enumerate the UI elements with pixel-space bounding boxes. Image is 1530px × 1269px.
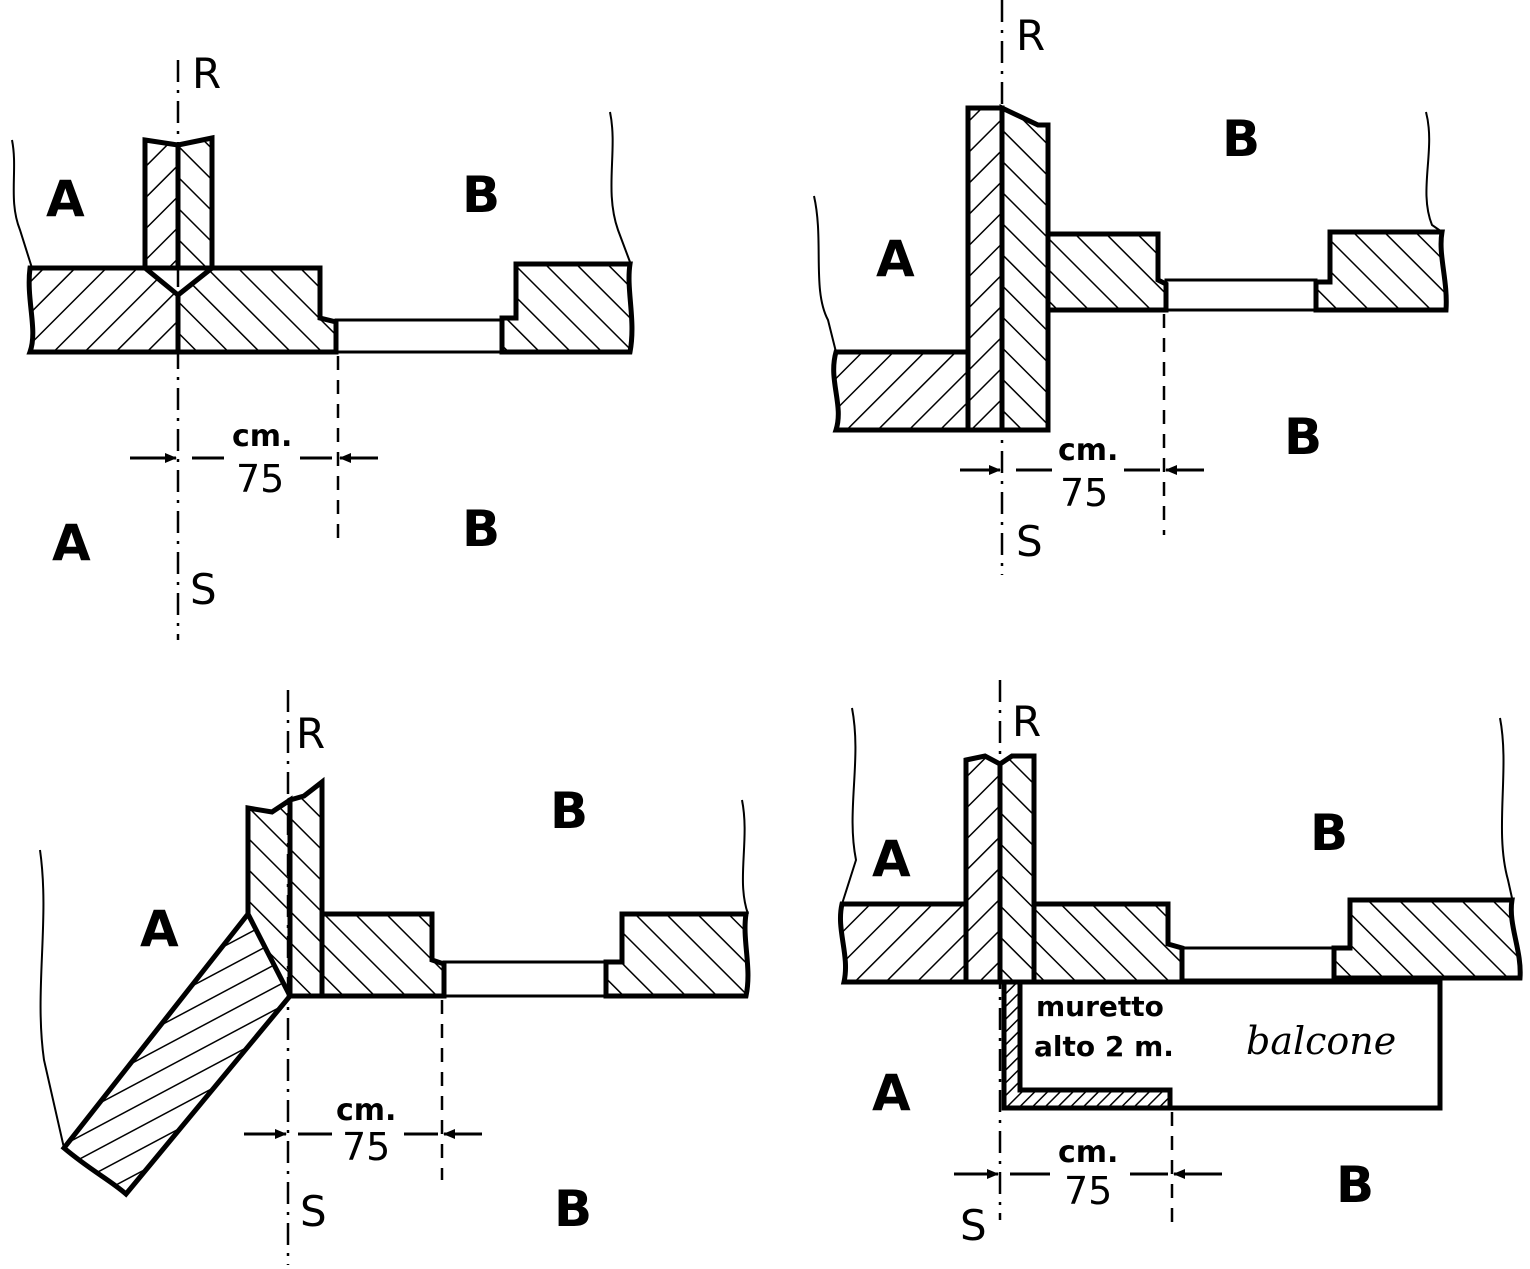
wall-stub-right: [175, 134, 215, 271]
panel-4: R S A B A B muretto alto 2 m. balcone cm…: [837, 680, 1523, 1250]
label-a-lower: A: [872, 1064, 911, 1122]
balcony-label: balcone: [1246, 1019, 1396, 1063]
opening: [442, 960, 608, 998]
break-line: [11, 139, 33, 269]
wall-right-a: [1031, 901, 1185, 985]
break-line: [1499, 717, 1513, 899]
distance-unit: cm.: [1058, 1135, 1118, 1170]
panel-3: R S A B B cm. 75: [39, 690, 751, 1265]
distance-value: 75: [1064, 1169, 1112, 1213]
wall-right-a: [1045, 231, 1169, 313]
distance-unit: cm.: [336, 1093, 396, 1128]
label-b-upper: B: [1222, 110, 1260, 168]
break-line: [813, 195, 837, 353]
label-a-lower: A: [52, 514, 91, 572]
label-b-upper: B: [550, 782, 588, 840]
distance-value: 75: [236, 457, 284, 501]
label-b-upper: B: [462, 166, 500, 224]
wall-vertical-right: [999, 104, 1051, 433]
wall-right-a: [319, 911, 447, 999]
break-line: [741, 799, 749, 915]
wall-left-a: [831, 349, 971, 433]
label-b-lower: B: [1284, 408, 1322, 466]
wall-left-a: [26, 265, 181, 355]
break-line: [609, 111, 631, 263]
distance-value: 75: [342, 1125, 390, 1169]
wall-vertical-left: [965, 105, 1005, 433]
wall-diagonal: [60, 852, 293, 1198]
wall-vertical-left: [963, 753, 1003, 985]
distance-unit: cm.: [232, 419, 292, 454]
label-b-lower: B: [1336, 1156, 1374, 1214]
wall-vertical-right: [287, 776, 325, 999]
axis-bottom-label: S: [1016, 517, 1043, 566]
opening: [1180, 946, 1336, 982]
axis-top-label: R: [1012, 697, 1041, 746]
axis-bottom-label: S: [300, 1187, 327, 1236]
opening: [334, 318, 504, 354]
panel-2: R S A B B cm. 75: [813, 0, 1449, 575]
label-b-upper: B: [1310, 804, 1348, 862]
balcony-outline: [1020, 979, 1443, 1111]
axis-bottom-label: S: [960, 1201, 987, 1250]
label-b-lower: B: [554, 1180, 592, 1238]
label-a-upper: A: [872, 830, 911, 888]
parapet-label-line2: alto 2 m.: [1034, 1030, 1174, 1063]
distance-value: 75: [1060, 471, 1108, 515]
wall-right-a: [175, 265, 339, 355]
axis-top-label: R: [1016, 11, 1045, 60]
opening: [1164, 278, 1318, 312]
label-a: A: [876, 230, 915, 288]
panel-1: R S A B A B cm. 75: [11, 49, 635, 640]
wall-b: [1331, 897, 1523, 981]
wall-b: [603, 911, 751, 999]
parapet-label-line1: muretto: [1036, 990, 1164, 1023]
label-b-lower: B: [462, 500, 500, 558]
axis-top-label: R: [296, 709, 325, 758]
wall-stub-left: [142, 137, 181, 271]
distance-unit: cm.: [1058, 433, 1118, 468]
break-line: [1425, 111, 1443, 233]
break-line: [39, 849, 65, 1149]
wall-b: [1313, 229, 1449, 313]
wall-vertical-right: [997, 753, 1037, 985]
wall-b: [499, 261, 635, 355]
parapet-wall: [1001, 979, 1173, 1111]
axis-top-label: R: [192, 49, 221, 98]
break-line: [841, 707, 858, 905]
label-a: A: [140, 900, 179, 958]
label-a-upper: A: [46, 170, 85, 228]
axis-bottom-label: S: [190, 565, 217, 614]
